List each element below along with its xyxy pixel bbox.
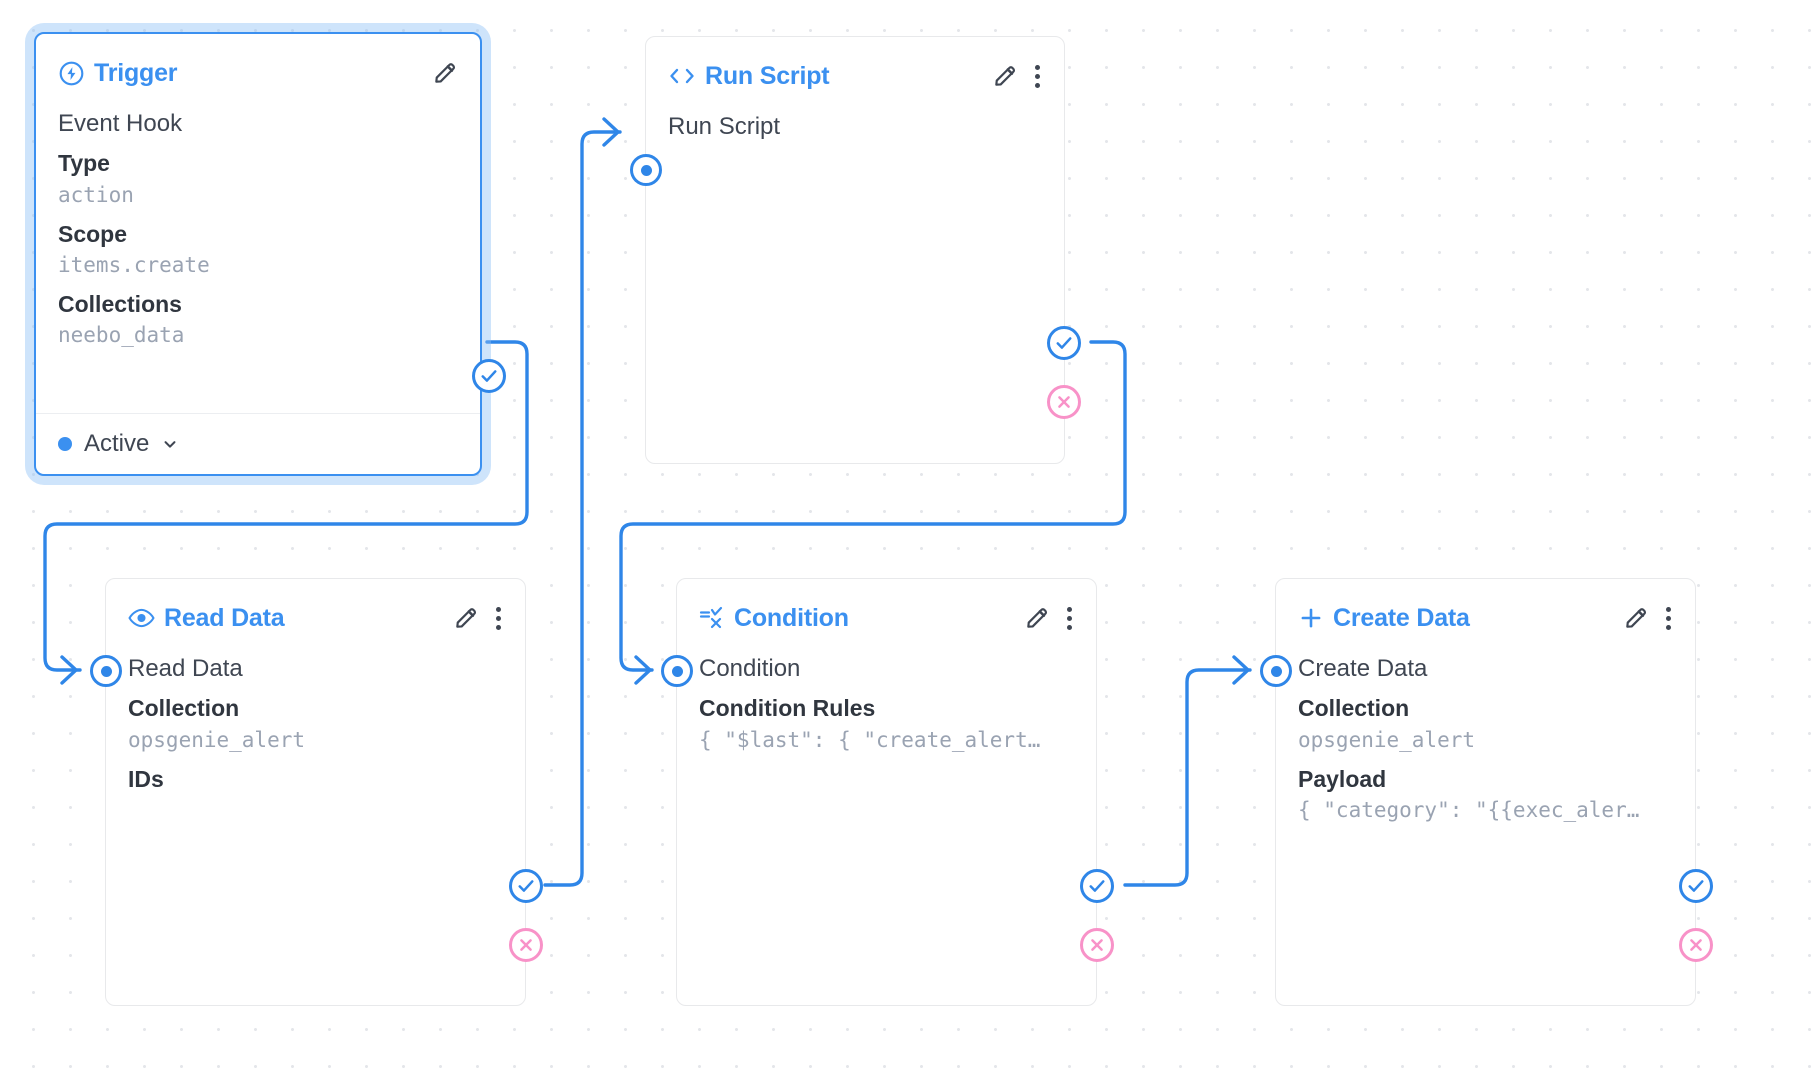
read-data-field-ids-label: IDs [128,765,164,792]
create-data-title: Create Data [1333,603,1470,632]
trigger-field-collections-label: Collections [58,290,182,317]
arrowhead-read-data [60,655,78,685]
node-create-data[interactable]: Create Data Create Data Collection opsge… [1260,578,1713,1006]
create-data-input-handle[interactable] [1260,655,1292,687]
create-data-title-group: Create Data [1298,604,1470,633]
trigger-status-bar[interactable]: Active [36,413,480,474]
trigger-title: Trigger [94,58,178,87]
condition-field-rules-value: { "$last": { "create_alert… [699,728,1041,753]
run-script-primary-text: Run Script [668,113,781,140]
chevron-down-icon[interactable] [161,435,179,453]
edit-pencil-icon[interactable] [453,605,479,631]
node-condition[interactable]: Condition Condition Condition Rules { "$… [661,578,1114,1006]
read-data-title: Read Data [164,603,285,632]
trigger-field-type-label: Type [58,150,110,177]
eye-icon [128,607,155,629]
trigger-field-collections-value: neebo_data [58,323,185,348]
condition-body: Condition Condition Rules { "$last": { "… [677,635,1096,756]
read-data-field-collection-label: Collection [128,695,240,722]
condition-actions [1024,605,1074,631]
status-label: Active [84,430,150,457]
condition-title: Condition [734,603,849,632]
status-indicator-dot [58,437,72,451]
create-data-actions [1623,605,1673,631]
trigger-field-scope-value: items.create [58,253,210,278]
edge-condition-to-create-data [1123,668,1252,887]
lightning-bolt-circle-icon [58,60,85,87]
node-read-data[interactable]: Read Data Read Data Collection opsgenie_… [90,578,543,1006]
run-script-title: Run Script [705,61,830,90]
read-data-success-handle[interactable] [509,869,543,903]
condition-field-rules-label: Condition Rules [699,695,876,722]
trigger-title-group: Trigger [58,58,178,88]
create-data-field-collection-label: Collection [1298,695,1410,722]
create-data-field-payload-label: Payload [1298,765,1387,792]
more-options-icon[interactable] [1663,605,1673,631]
more-options-icon[interactable] [1064,605,1074,631]
create-data-primary-text: Create Data [1298,655,1428,682]
create-data-body: Create Data Collection opsgenie_alert Pa… [1276,635,1695,826]
create-data-field-payload-value: { "category": "{{exec_aler… [1298,798,1640,823]
condition-header: Condition [677,579,1096,635]
run-script-reject-handle[interactable] [1047,385,1081,419]
read-data-input-handle[interactable] [90,655,122,687]
run-script-header: Run Script [646,37,1064,93]
node-trigger[interactable]: Trigger Event Hook Type action Scope ite… [34,32,506,476]
more-options-icon[interactable] [1032,63,1042,89]
condition-input-handle[interactable] [661,655,693,687]
condition-success-handle[interactable] [1080,869,1114,903]
read-data-header: Read Data [106,579,525,635]
read-data-title-group: Read Data [128,603,285,633]
trigger-field-scope-label: Scope [58,220,128,247]
run-script-actions [992,63,1042,89]
edit-pencil-icon[interactable] [992,63,1018,89]
trigger-field-type-value: action [58,183,134,208]
node-run-script[interactable]: Run Script Run Script [630,36,1081,464]
trigger-actions [432,60,458,86]
read-data-primary-text: Read Data [128,655,243,682]
edge-read-data-to-run-script [543,130,622,887]
read-data-body: Read Data Collection opsgenie_alert IDs [106,635,525,795]
create-data-header: Create Data [1276,579,1695,635]
create-data-field-collection-value: opsgenie_alert [1298,728,1476,753]
arrowhead-run-script [602,117,620,147]
run-script-input-handle[interactable] [630,154,662,186]
condition-title-group: Condition [699,604,849,633]
run-script-body: Run Script [646,93,1064,143]
more-options-icon[interactable] [493,605,503,631]
run-script-title-group: Run Script [668,61,830,91]
edit-pencil-icon[interactable] [1623,605,1649,631]
edit-pencil-icon[interactable] [1024,605,1050,631]
trigger-primary-text: Event Hook [58,110,183,137]
condition-primary-text: Condition [699,655,801,682]
edit-pencil-icon[interactable] [432,60,458,86]
read-data-actions [453,605,503,631]
read-data-field-collection-value: opsgenie_alert [128,728,306,753]
run-script-success-handle[interactable] [1047,326,1081,360]
trigger-success-handle[interactable] [472,359,506,393]
create-data-success-handle[interactable] [1679,869,1713,903]
condition-reject-handle[interactable] [1080,928,1114,962]
code-brackets-icon [668,64,696,88]
read-data-reject-handle[interactable] [509,928,543,962]
plus-icon [1298,605,1324,631]
trigger-header: Trigger [36,34,480,90]
arrowhead-condition [634,655,652,685]
arrowhead-create-data [1232,655,1250,685]
condition-compare-icon [699,605,725,631]
trigger-body: Event Hook Type action Scope items.creat… [36,90,480,351]
create-data-reject-handle[interactable] [1679,928,1713,962]
